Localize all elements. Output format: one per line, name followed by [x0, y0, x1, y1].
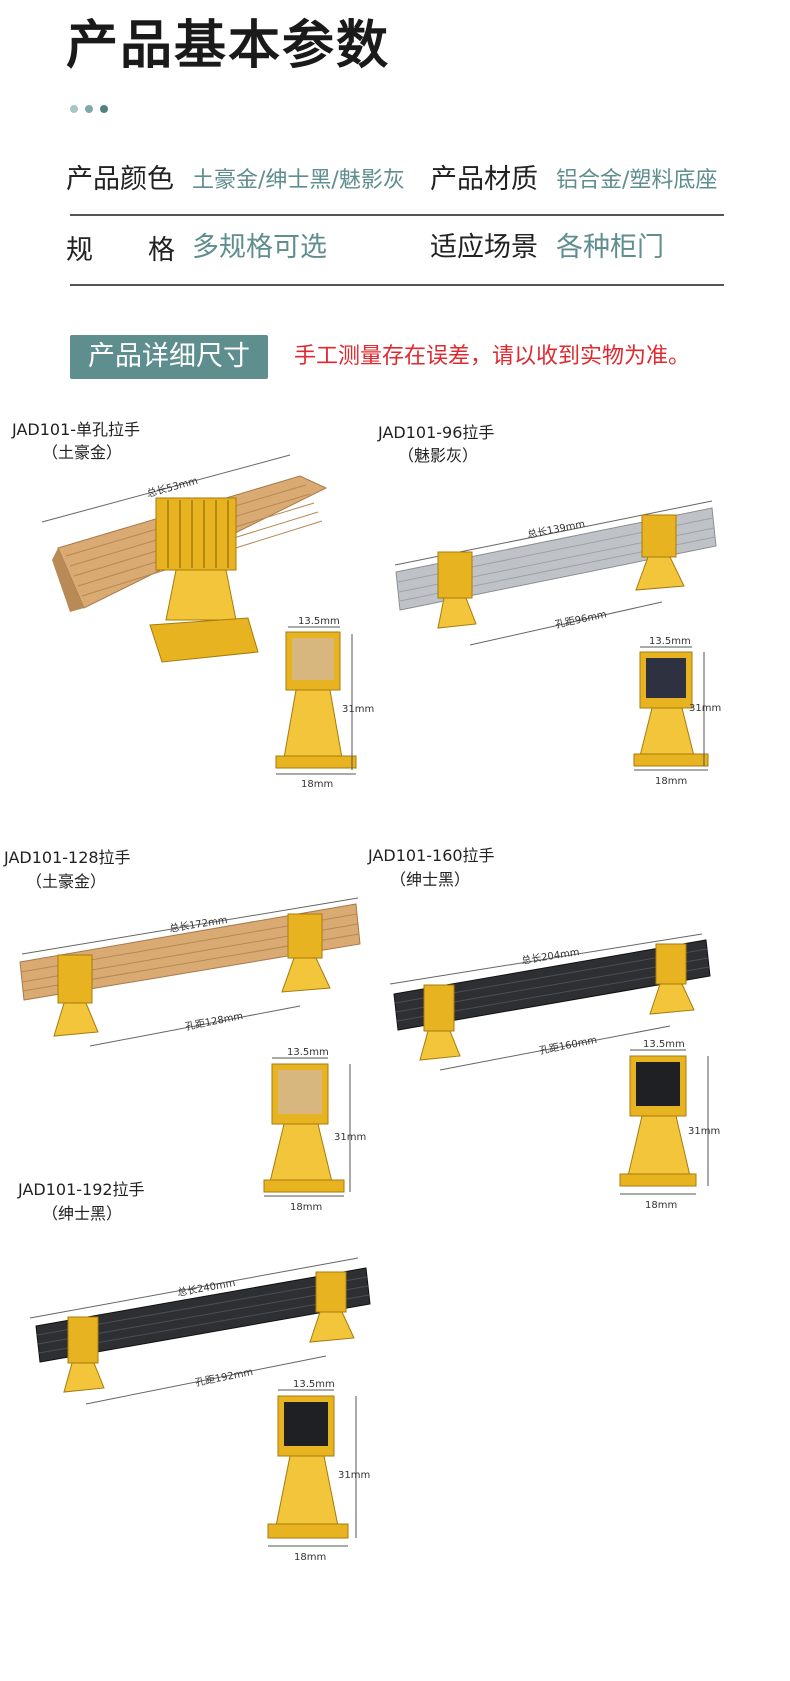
- material-label: 产品材质: [430, 164, 538, 195]
- size-label-2: 格: [148, 235, 175, 266]
- product-3-width: 13.5mm: [287, 1047, 329, 1058]
- product-3-color: （土豪金）: [26, 872, 107, 891]
- product-2-height: 31mm: [689, 703, 721, 714]
- decorative-dots: [70, 105, 108, 113]
- product-3-height: 31mm: [334, 1132, 366, 1143]
- product-5-width: 13.5mm: [293, 1379, 335, 1390]
- color-value: 土豪金/绅士黑/魅影灰: [192, 168, 405, 193]
- product-4-model: JAD101-160拉手: [368, 846, 495, 865]
- product-2-width: 13.5mm: [649, 636, 691, 647]
- dot-1: [70, 105, 78, 113]
- product-1-base: 18mm: [301, 779, 333, 790]
- product-1-width: 13.5mm: [298, 616, 340, 627]
- product-5-color: （绅士黑）: [42, 1204, 123, 1223]
- product-5-base: 18mm: [294, 1552, 326, 1563]
- page-title: 产品基本参数: [66, 16, 391, 76]
- product-2-base: 18mm: [655, 776, 687, 787]
- material-value: 铝合金/塑料底座: [556, 168, 718, 193]
- product-3-model: JAD101-128拉手: [4, 848, 131, 867]
- product-2-model: JAD101-96拉手: [378, 423, 495, 442]
- scene-label: 适应场景: [430, 232, 538, 263]
- product-5-height: 31mm: [338, 1470, 370, 1481]
- dot-2: [85, 105, 93, 113]
- divider-2: [70, 284, 724, 286]
- divider-1: [70, 214, 724, 216]
- size-value: 多规格可选: [192, 232, 327, 263]
- dot-3: [100, 105, 108, 113]
- size-label-1: 规: [66, 235, 93, 266]
- product-4-base: 18mm: [645, 1200, 677, 1211]
- product-1-color: （土豪金）: [42, 443, 123, 462]
- color-label: 产品颜色: [66, 164, 174, 195]
- product-2-color: （魅影灰）: [398, 446, 479, 465]
- product-4-color: （绅士黑）: [390, 870, 471, 889]
- product-1-height: 31mm: [342, 704, 374, 715]
- product-5-model: JAD101-192拉手: [18, 1180, 145, 1199]
- product-1-model: JAD101-单孔拉手: [12, 420, 141, 439]
- product-4-height: 31mm: [688, 1126, 720, 1137]
- detail-badge: 产品详细尺寸: [70, 335, 268, 379]
- product-3-base: 18mm: [290, 1202, 322, 1213]
- scene-value: 各种柜门: [556, 232, 664, 263]
- product-5-hole-distance: 孔距192mm: [194, 1366, 254, 1389]
- product-4-width: 13.5mm: [643, 1039, 685, 1050]
- measurement-note: 手工测量存在误差，请以收到实物为准。: [294, 344, 691, 369]
